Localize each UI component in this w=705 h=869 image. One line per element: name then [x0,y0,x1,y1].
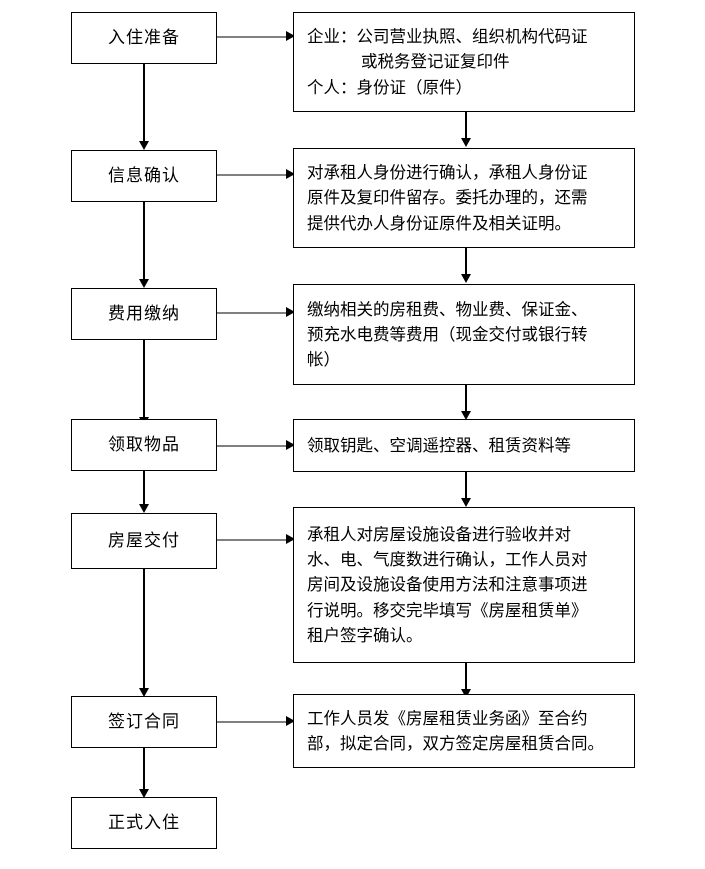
connector-detail5-detail6 [465,663,467,693]
detail-box-6[interactable]: 工作人员发《房屋租赁业务函》至合约 部，拟定合同，双方签定房屋租赁合同。 [293,694,635,768]
connector-stage1-detail1 [217,36,289,39]
connector-stage6-detail6 [217,721,289,724]
detail-line: 水、电、气度数进行确认，工作人员对 [307,550,588,570]
connector-stage3-detail3 [217,312,289,315]
detail-line: 行说明。移交完毕填写《房屋租赁单》 [307,600,588,620]
stage-box-5[interactable]: 房屋交付 [71,513,217,569]
detail-box-5[interactable]: 承租人对房屋设施设备进行验收并对 水、电、气度数进行确认，工作人员对 房间及设施… [293,507,635,663]
detail-line: 个人：身份证（原件） [307,77,472,97]
arrowhead-detail2-detail3 [460,274,471,283]
detail-line: 缴纳相关的房租费、物业费、保证金、 [307,299,588,319]
stage-box-2[interactable]: 信息确认 [71,150,217,202]
detail-line: 承租人对房屋设施设备进行验收并对 [307,525,571,545]
detail-line: 对承租人身份进行确认，承租人身份证 [307,163,588,183]
detail-line: 原件及复印件留存。委托办理的，还需 [307,188,588,208]
arrowhead-stage5-stage6 [138,688,149,697]
arrowhead-stage6-stage7 [138,789,149,798]
connector-detail1-detail2 [465,112,467,142]
stage-label-5: 房屋交付 [108,530,180,551]
detail-line: 帐） [307,350,340,370]
detail-box-4[interactable]: 领取钥匙、空调遥控器、租赁资料等 [293,419,635,472]
detail-line: 提供代办人身份证原件及相关证明。 [307,213,571,233]
connector-stage4-stage5 [143,471,145,510]
detail-line: 工作人员发《房屋租赁业务函》至合约 [307,708,588,728]
stage-box-1[interactable]: 入住准备 [71,12,217,64]
stage-label-7: 正式入住 [108,812,180,833]
arrowhead-detail4-detail5 [460,498,471,507]
detail-line: 租户签字确认。 [307,625,423,645]
stage-label-4: 领取物品 [108,434,180,455]
arrowhead-stage2-stage3 [138,279,149,288]
connector-stage5-detail5 [217,539,289,542]
stage-box-7[interactable]: 正式入住 [71,797,217,849]
connector-detail4-detail5 [465,472,467,502]
arrowhead-detail5-detail6 [460,689,471,698]
connector-stage2-detail2 [217,174,289,177]
connector-detail2-detail3 [465,248,467,278]
stage-box-6[interactable]: 签订合同 [71,696,217,748]
arrowhead-stage4-detail4 [286,440,295,450]
stage-label-1: 入住准备 [108,27,180,48]
detail-line: 领取钥匙、空调遥控器、租赁资料等 [307,435,571,455]
arrowhead-stage4-stage5 [138,504,149,513]
arrowhead-stage1-detail1 [286,31,295,41]
stage-label-6: 签订合同 [108,711,180,732]
detail-box-1[interactable]: 企业：公司营业执照、组织机构代码证 或税务登记证复印件 个人：身份证（原件） [293,12,635,112]
connector-stage5-stage6 [143,569,145,689]
stage-box-3[interactable]: 费用缴纳 [71,288,217,340]
detail-line: 部，拟定合同，双方签定房屋租赁合同。 [307,734,604,753]
connector-stage4-detail4 [217,445,289,448]
arrowhead-stage5-detail5 [286,534,295,544]
detail-line: 房间及设施设备使用方法和注意事项进 [307,575,588,595]
detail-box-2[interactable]: 对承租人身份进行确认，承租人身份证 原件及复印件留存。委托办理的，还需 提供代办… [293,148,635,248]
arrowhead-detail3-detail4 [460,411,471,420]
stage-label-3: 费用缴纳 [108,303,180,324]
connector-stage2-stage3 [143,202,145,280]
connector-detail3-detail4 [465,385,467,415]
connector-stage3-stage4 [143,340,145,418]
stage-label-2: 信息确认 [108,165,180,186]
stage-box-4[interactable]: 领取物品 [71,419,217,471]
detail-line: 或税务登记证复印件 [361,52,510,72]
arrowhead-stage6-detail6 [286,716,295,726]
arrowhead-stage3-detail3 [286,307,295,317]
detail-line: 企业：公司营业执照、组织机构代码证 [307,27,588,47]
detail-box-3[interactable]: 缴纳相关的房租费、物业费、保证金、 预充水电费等费用（现金交付或银行转 帐） [293,284,635,385]
arrowhead-detail1-detail2 [460,138,471,147]
connector-stage6-stage7 [143,748,145,792]
connector-stage1-stage2 [143,64,145,142]
detail-line: 预充水电费等费用（现金交付或银行转 [307,324,588,344]
arrowhead-stage1-stage2 [138,141,149,150]
arrowhead-stage2-detail2 [286,169,295,179]
